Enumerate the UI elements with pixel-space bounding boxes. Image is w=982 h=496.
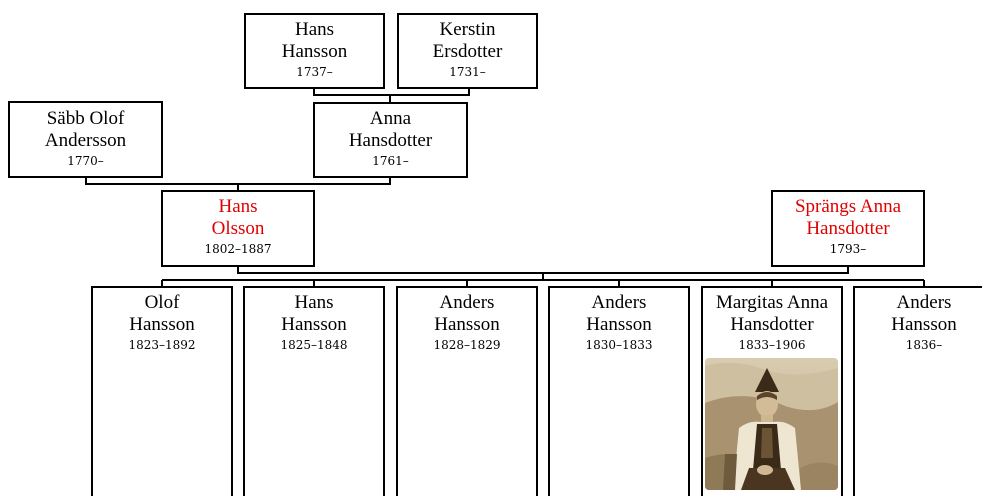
person-years: 1825–1848: [280, 338, 348, 352]
person-card-sprangs-anna-hansdotter[interactable]: Sprängs Anna Hansdotter 1793–: [771, 190, 925, 267]
person-years: 1830–1833: [585, 338, 653, 352]
person-name: Anders: [439, 292, 495, 313]
person-name: Hansson: [281, 314, 347, 335]
person-card-kerstin-ersdotter[interactable]: Kerstin Ersdotter 1731–: [397, 13, 538, 89]
person-years: 1823–1892: [128, 338, 196, 352]
person-name: Hansson: [434, 314, 500, 335]
person-years: 1737–: [296, 65, 333, 79]
child-card-anders-hansson-1830[interactable]: Anders Hansson 1830–1833: [548, 286, 690, 496]
person-years: 1793–: [829, 242, 867, 256]
person-name: Anna: [369, 108, 412, 129]
person-years: 1761–: [372, 154, 409, 168]
person-card-anna-hansdotter[interactable]: Anna Hansdotter 1761–: [313, 102, 468, 178]
person-name: Hans: [218, 196, 258, 217]
person-name: Ersdotter: [432, 41, 503, 62]
person-name: Margitas Anna: [715, 292, 829, 313]
person-years: 1731–: [449, 65, 486, 79]
person-name: Hans: [294, 19, 335, 40]
person-name: Sprängs Anna: [794, 196, 902, 217]
person-name: Hansson: [891, 314, 957, 335]
person-years: 1802–1887: [204, 242, 272, 256]
child-card-hans-hansson[interactable]: Hans Hansson 1825–1848: [243, 286, 385, 496]
person-name: Anders: [896, 292, 952, 313]
portrait-photo[interactable]: [705, 358, 838, 490]
person-name: Hansson: [586, 314, 652, 335]
person-name: Olsson: [211, 218, 265, 239]
person-years: 1828–1829: [433, 338, 501, 352]
person-years: 1836–: [905, 338, 943, 352]
person-years: 1770–: [67, 154, 104, 168]
person-name: Hansdotter: [348, 130, 433, 151]
person-name: Kerstin: [439, 19, 496, 40]
person-name: Hansdotter: [806, 218, 890, 239]
person-years: 1833–1906: [738, 338, 806, 352]
person-name: Hansson: [281, 41, 348, 62]
child-card-anders-hansson-1836[interactable]: Anders Hansson 1836–: [853, 286, 982, 496]
person-card-hans-olsson[interactable]: Hans Olsson 1802–1887: [161, 190, 315, 267]
person-name: Hansdotter: [730, 314, 814, 335]
child-card-olof-hansson[interactable]: Olof Hansson 1823–1892: [91, 286, 233, 496]
person-name: Andersson: [44, 130, 127, 151]
person-name: Hansson: [129, 314, 195, 335]
child-card-anders-hansson-1828[interactable]: Anders Hansson 1828–1829: [396, 286, 538, 496]
person-card-hans-hansson[interactable]: Hans Hansson 1737–: [244, 13, 385, 89]
person-name: Anders: [591, 292, 647, 313]
person-name: Olof: [144, 292, 180, 313]
person-card-sabb-olof-andersson[interactable]: Säbb Olof Andersson 1770–: [8, 101, 163, 178]
person-name: Hans: [294, 292, 334, 313]
person-name: Säbb Olof: [46, 108, 125, 129]
